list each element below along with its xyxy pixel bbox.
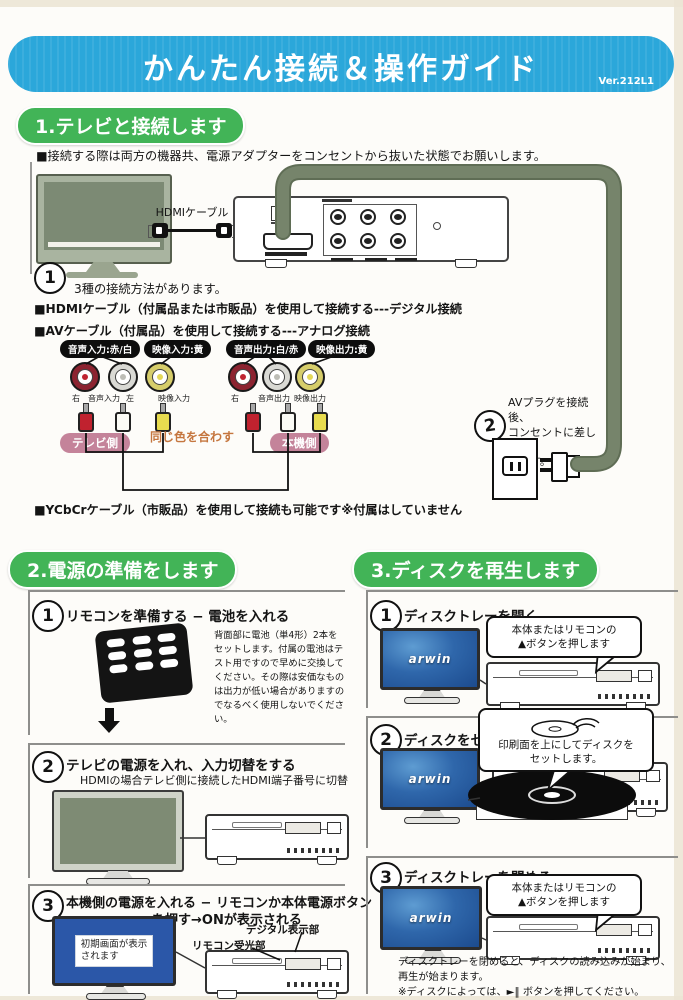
tv-arwin-3: arwin <box>380 886 482 950</box>
av-plug-white-tv <box>115 403 131 432</box>
set-disc-bubble-text: 印刷面を上にしてディスクを セットします。 <box>498 738 634 765</box>
eject-bubble-1: 本体またはリモコンの ▲ボタンを押します <box>486 616 642 658</box>
s3-step1-rule <box>366 590 678 593</box>
bullet-hdmi: ■HDMIケーブル（付属品または市販品）を使用して接続する---デジタル接続 <box>34 302 462 316</box>
s2-step2-rule <box>28 743 345 746</box>
match-colors-note: 同じ色を合わす <box>150 430 235 444</box>
rca-jack-white-tv <box>108 362 138 392</box>
s2-step1-rule <box>28 590 345 593</box>
section3-header: 3.ディスクを再生します <box>352 550 600 589</box>
tv-illustration-1 <box>36 174 172 264</box>
wall-outlet <box>492 438 538 500</box>
eject-bubble-2: 本体またはリモコンの ▲ボタンを押します <box>486 874 642 916</box>
tv-illustration-2 <box>52 790 184 872</box>
rca-jack-white-device <box>262 362 292 392</box>
rca-jack-group <box>322 199 417 256</box>
hdmi-cable-label: HDMIケーブル <box>155 206 229 219</box>
jack-label-right2: 右 <box>231 394 239 403</box>
down-arrow <box>98 708 120 733</box>
hand-disc-icon <box>531 717 600 738</box>
tv-arwin-2: arwin <box>380 748 480 810</box>
tv-startup-message: 初期画面が表示 されます <box>74 934 154 968</box>
jack-label-audio-in: 音声入力 <box>88 394 120 403</box>
power-plug-collar <box>566 455 580 478</box>
step1-text: 3種の接続方法があります。 <box>74 282 227 296</box>
section1-header: 1.テレビと接続します <box>16 106 246 145</box>
av-plug-yellow-tv <box>155 403 171 432</box>
rca-jack-red-tv <box>70 362 100 392</box>
rca-jack-red-device <box>228 362 258 392</box>
label-audio-in: 音声入力:赤/白 <box>60 340 141 358</box>
tv-illustration-3: 初期画面が表示 されます <box>52 916 176 986</box>
jack-label-right1: 右 <box>72 394 80 403</box>
av-plug-yellow-device <box>312 403 328 432</box>
hdmi-port <box>263 233 313 250</box>
section2-header: 2.電源の準備をします <box>8 550 238 589</box>
hdmi-cable-icon <box>148 222 236 240</box>
section1-note: ■接続する際は両方の機器共、電源アダプターをコンセントから抜いた状態でお願いしま… <box>36 149 546 163</box>
av-plug-white-device <box>280 403 296 432</box>
panel-mark-icon <box>271 206 284 221</box>
av-plug-red-tv <box>78 403 94 432</box>
player-back-panel <box>233 196 509 268</box>
page-title: かんたん接続＆操作ガイド <box>143 52 539 87</box>
s2-step1-body: 背面部に電池（単4形）2本をセットします。付属の電池はテスト用ですので早めに交換… <box>214 630 345 725</box>
player-open-tray-1 <box>486 662 660 711</box>
s2-step2-title: テレビの電源を入れ、入力切替をする <box>66 758 296 774</box>
device-side-pill: 本機側 <box>270 433 329 453</box>
player-illustration-3 <box>205 950 349 999</box>
tv-screen-strip <box>48 242 160 247</box>
title-banner: かんたん接続＆操作ガイド Ver.212L1 <box>8 36 674 92</box>
s2-step1-circle: 1 <box>32 600 64 632</box>
jack-label-video-in: 映像入力 <box>158 394 190 403</box>
jack-label-left: 左 <box>126 394 134 403</box>
tv-side-pill: テレビ側 <box>60 433 130 453</box>
remote-control <box>94 622 194 704</box>
s2-step2-circle: 2 <box>32 751 64 783</box>
step1-circle: 1 <box>34 262 66 294</box>
s2-step1-title: リモコンを準備する − 電池を入れる <box>66 609 290 625</box>
set-disc-bubble: 印刷面を上にしてディスクを セットします。 <box>478 708 654 772</box>
bullet-av: ■AVケーブル（付属品）を使用して接続する---アナログ接続 <box>34 324 370 338</box>
s3-step3-rule <box>366 856 678 859</box>
label-video-in: 映像入力:黄 <box>144 340 212 358</box>
player-illustration-2 <box>205 814 349 865</box>
version-label: Ver.212L1 <box>598 76 654 87</box>
brand-logo: arwin <box>408 652 452 666</box>
label-video-out: 映像出力:黄 <box>308 340 376 358</box>
scan-edge-top <box>0 0 683 7</box>
player-closed-tray <box>486 916 660 965</box>
av-plug-red-device <box>245 403 261 432</box>
tv-stand-base <box>66 272 138 278</box>
screw-hole <box>433 222 441 230</box>
scan-edge-right <box>674 0 683 1000</box>
rca-jack-yellow-tv <box>145 362 175 392</box>
s2-step3-rule <box>28 884 345 887</box>
digital-display-label: デジタル表示部 <box>246 924 320 936</box>
disc <box>468 770 636 820</box>
tv-screen <box>44 182 164 250</box>
rca-jack-yellow-device <box>295 362 325 392</box>
label-audio-out: 音声出力:白/赤 <box>226 340 307 358</box>
section1-left-rule <box>30 162 32 274</box>
tv-arwin-1: arwin <box>380 628 480 690</box>
jack-label-audio-out: 音声出力 <box>258 394 290 403</box>
section3-footer: ディスクトレーを閉めると、ディスクの読み込みが始まり、 再生が始まります。 ※デ… <box>398 957 671 998</box>
player-with-disc <box>468 762 668 840</box>
tv-stand <box>86 262 120 272</box>
ycbcr-note: ■YCbCrケーブル（市販品）を使用して接続も可能です※付属はしていません <box>34 503 463 517</box>
s2-step2-subtitle: HDMIの場合テレビ側に接続したHDMI端子番号に切替 <box>80 774 348 787</box>
scan-edge-bottom <box>0 996 683 1000</box>
